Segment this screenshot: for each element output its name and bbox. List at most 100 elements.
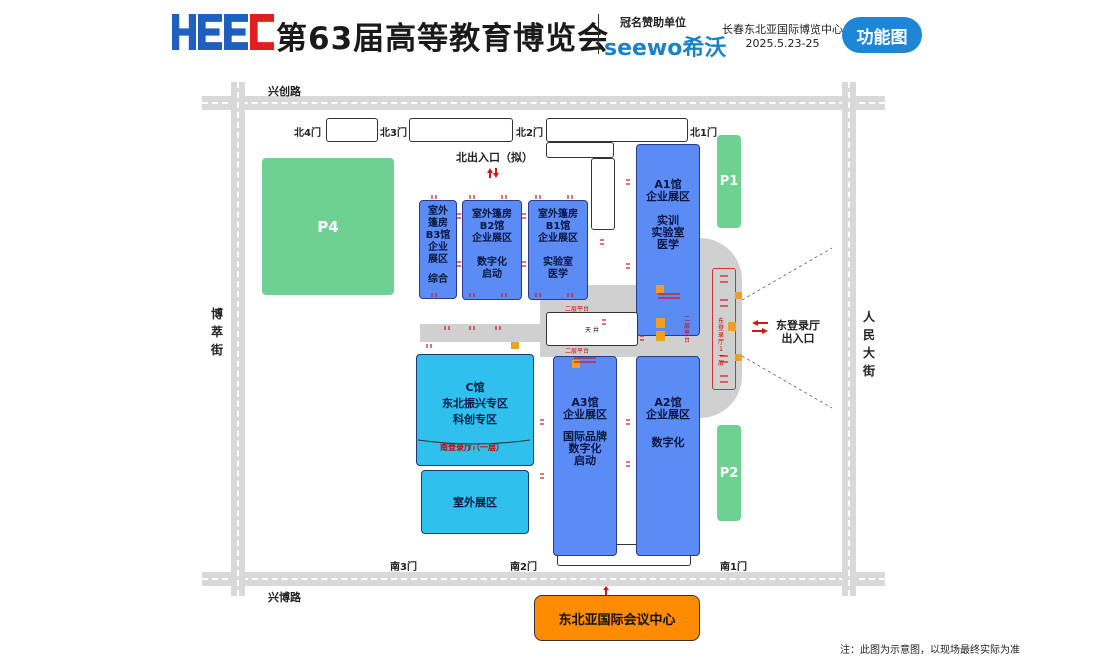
hall-a3-category: 国际品牌 <box>563 430 607 443</box>
vertical-char: 博 <box>210 307 223 321</box>
hall-b3-line: 企业 <box>428 242 448 253</box>
hall-a3[interactable]: A3馆 企业展区 国际品牌 数字化 启动 <box>553 356 617 556</box>
disclaimer-note: 注：此图为示意图，以现场最终实际为准 <box>840 645 1020 656</box>
logo-letter-e2 <box>224 14 248 50</box>
south-road-centerline <box>202 578 885 580</box>
hall-b2-line: 室外篷房 <box>472 209 512 220</box>
heec-logo <box>172 14 274 54</box>
hall-b3[interactable]: 室外 篷房 B3馆 企业 展区 综合 <box>419 200 457 299</box>
vertical-char: 大 <box>862 346 875 360</box>
vertical-char: 登 <box>717 325 724 332</box>
hall-b3-line: 室外 <box>428 206 448 217</box>
platform-label-middle: 二层平台 <box>683 316 691 344</box>
north-corridor <box>591 158 615 230</box>
conference-center[interactable]: 东北亚国际会议中心 <box>534 595 700 641</box>
hall-a2-line: 企业展区 <box>646 408 690 421</box>
hall-b1-category: 实验室 <box>543 257 573 268</box>
east-sight-lines <box>741 247 833 409</box>
gate-south-1: 南1门 <box>720 562 747 573</box>
hall-b2-category: 启动 <box>482 269 502 280</box>
platform-label-bottom: 二层平台 <box>565 348 590 355</box>
vertical-char: 萃 <box>210 325 223 339</box>
function-map-badge[interactable]: 功能图 <box>842 17 922 53</box>
logo-letter-e1 <box>198 14 222 50</box>
vertical-char: 街 <box>210 343 223 357</box>
hall-b2-line: B2馆 <box>479 221 505 232</box>
gate-south-3: 南3门 <box>390 562 417 573</box>
gate-north-1: 北1门 <box>690 128 717 139</box>
hall-a3-category: 启动 <box>574 454 596 467</box>
escalator-icon <box>735 354 742 361</box>
hall-a1[interactable]: A1馆 企业展区 实训 实验室 医学 <box>636 144 700 336</box>
gate-north-4: 北4门 <box>294 128 321 139</box>
hall-b3-line: B3馆 <box>425 230 451 241</box>
east-entrance-label: 东登录厅 出入口 <box>776 319 820 345</box>
vertical-char: 人 <box>862 310 875 324</box>
hall-b3-line: 展区 <box>428 254 448 265</box>
vertical-char: 层 <box>683 323 690 330</box>
west-road-centerline <box>237 82 239 596</box>
gate-south-2: 南2门 <box>510 562 537 573</box>
central-patio: 天 井 <box>546 312 638 346</box>
hall-b2[interactable]: 室外篷房 B2馆 企业展区 数字化 启动 <box>462 200 522 300</box>
gate-north-2-structure <box>546 118 688 142</box>
service-icon <box>656 318 665 328</box>
gate-north-3-structure <box>409 118 513 142</box>
door-markers <box>426 179 728 479</box>
north-road-centerline <box>202 102 885 104</box>
parking-p2: P2 <box>717 425 741 521</box>
hall-b3-line: 篷房 <box>428 218 448 229</box>
escalator-icon <box>735 292 742 299</box>
escalator-icon <box>572 360 580 368</box>
sponsor-caption: 冠名赞助单位 <box>620 16 686 29</box>
west-corridor <box>420 324 540 342</box>
hall-a1-line: A1馆 <box>654 178 682 191</box>
page-title: 第63届高等教育博览会 <box>276 21 610 57</box>
hall-a2[interactable]: A2馆 企业展区 数字化 <box>636 356 700 556</box>
hall-a3-line: A3馆 <box>571 396 599 409</box>
vertical-char: 1 <box>719 346 723 353</box>
info-icon <box>728 322 736 331</box>
hall-a1-category: 医学 <box>657 238 679 251</box>
hall-a1-line: 企业展区 <box>646 190 690 203</box>
escalator-icon <box>656 285 664 293</box>
outdoor-exhibition-area[interactable]: 室外展区 <box>421 470 529 534</box>
gate-north-4-structure <box>326 118 378 142</box>
east-entrance-label-line: 出入口 <box>781 332 815 345</box>
vertical-char: 录 <box>717 332 724 339</box>
east-road-centerline <box>848 82 850 596</box>
north-road-label: 兴创路 <box>268 85 301 98</box>
platform-label-top: 二层平台 <box>565 306 590 313</box>
hall-a1-category: 实训 <box>657 214 679 227</box>
hall-b2-category: 数字化 <box>477 257 507 268</box>
venue-info: 长春东北亚国际博览中心 2025.5.23-25 <box>722 23 843 51</box>
gate-north-2: 北2门 <box>516 128 543 139</box>
east-entrance-label-line: 东登录厅 <box>776 319 820 332</box>
south-lobby-label: 南登录厅（一层） <box>440 443 504 452</box>
venue-name: 长春东北亚国际博览中心 <box>722 23 843 36</box>
east-road-label: 人民大街 <box>862 308 876 380</box>
hall-a1-category: 实验室 <box>651 226 685 239</box>
hall-b3-category: 综合 <box>428 274 448 285</box>
vertical-char: 台 <box>683 337 690 344</box>
hall-a2-category: 数字化 <box>651 436 685 449</box>
hall-b1[interactable]: 室外篷房 B1馆 企业展区 实验室 医学 <box>528 200 588 300</box>
vertical-char: 厅 <box>717 339 724 346</box>
escalator-icon <box>511 342 519 349</box>
hall-a2-line: A2馆 <box>654 396 682 409</box>
sponsor-brand: seewo希沃 <box>604 36 727 61</box>
hall-a3-line: 企业展区 <box>563 408 607 421</box>
vertical-char: 街 <box>862 364 875 378</box>
hall-b1-category: 医学 <box>548 269 568 280</box>
north-entrance-label: 北出入口（拟） <box>456 151 533 164</box>
hall-c[interactable]: C馆 东北振兴专区 科创专区 <box>416 354 534 466</box>
gate-north-3: 北3门 <box>380 128 407 139</box>
vertical-char: 平 <box>683 330 690 337</box>
vertical-char: 东 <box>717 318 724 325</box>
vertical-char: 民 <box>862 328 875 342</box>
hall-c-line: 科创专区 <box>453 413 497 426</box>
hall-b2-line: 企业展区 <box>472 233 512 244</box>
hall-c-line: 东北振兴专区 <box>442 397 508 410</box>
